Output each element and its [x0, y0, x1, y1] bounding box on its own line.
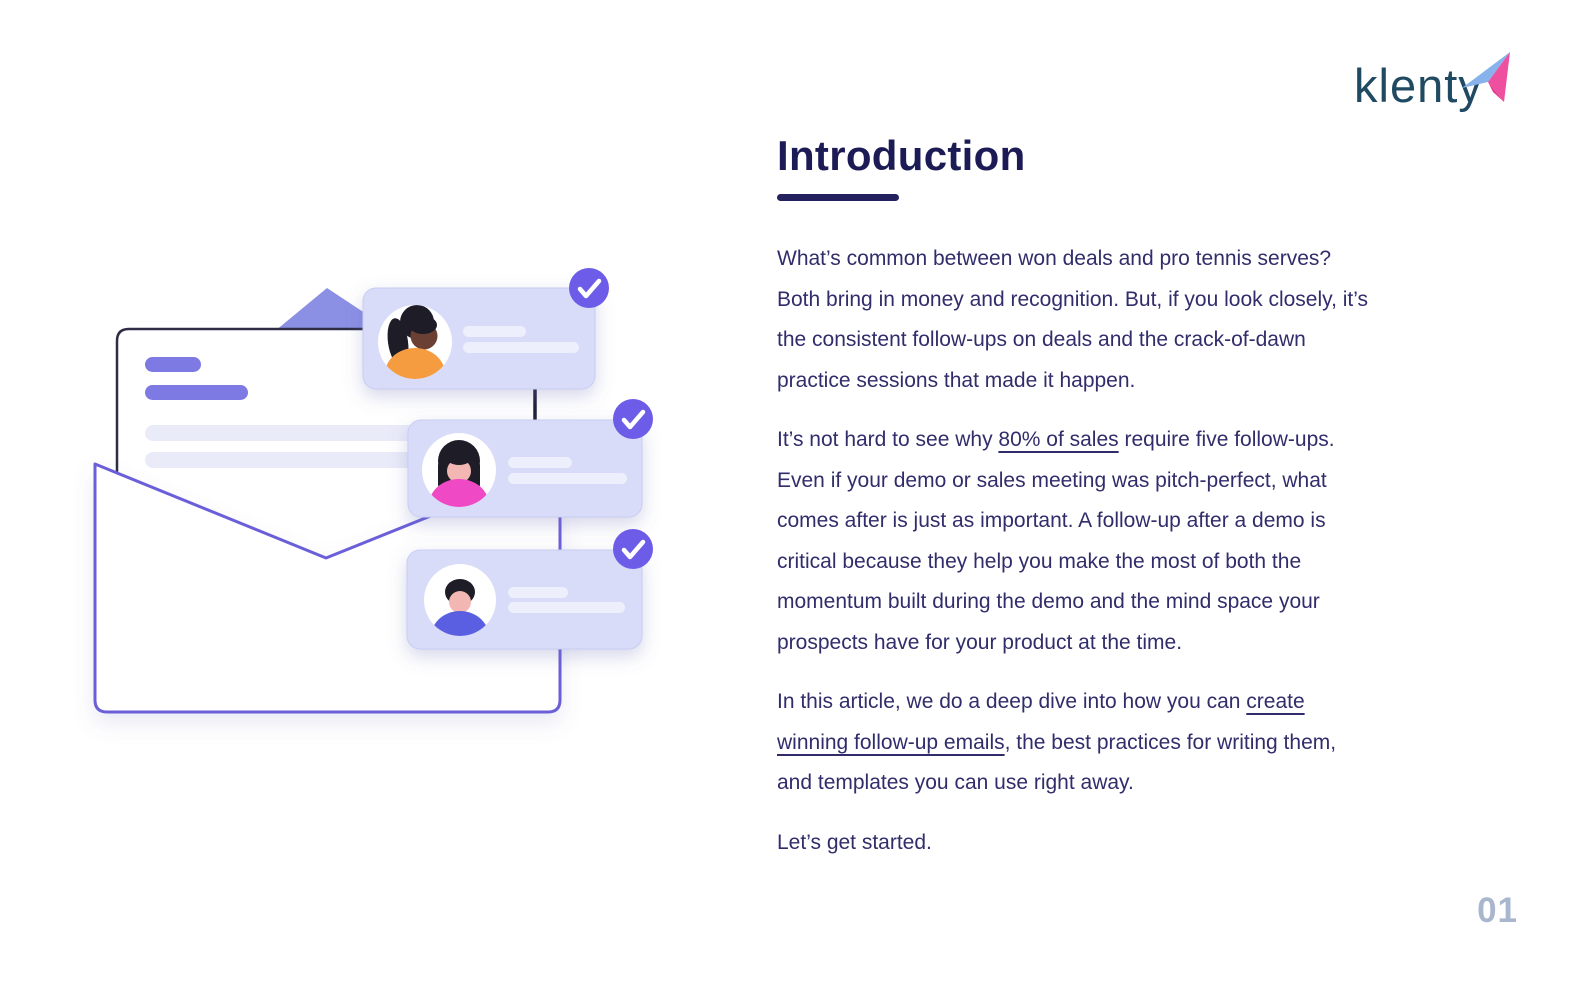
text-segment: the consistent follow-ups on deals and t…: [777, 328, 1306, 352]
check-icon: [621, 539, 646, 560]
envelope-front: [93, 462, 562, 714]
content-column: Introduction What’s common between won d…: [777, 132, 1477, 882]
text-segment: and templates you can use right away.: [777, 771, 1134, 795]
paragraph-line: momentum built during the demo and the m…: [777, 582, 1477, 623]
paragraph: It’s not hard to see why 80% of sales re…: [777, 420, 1477, 663]
inline-link[interactable]: 80% of sales: [998, 428, 1119, 452]
title-underline: [777, 194, 899, 202]
paragraph-line: prospects have for your product at the t…: [777, 623, 1477, 664]
text-segment: Let’s get started.: [777, 830, 932, 854]
paper-plane-icon: [1462, 52, 1510, 102]
klenty-logo-text: klenty: [1354, 59, 1483, 112]
contact-card: [406, 529, 653, 650]
check-icon: [621, 409, 646, 430]
letter-title-bar: [145, 357, 201, 372]
followup-emails-illustration: [93, 268, 653, 714]
card-text-line: [508, 602, 625, 613]
check-icon: [577, 278, 602, 299]
text-segment: require five follow-ups.: [1118, 428, 1335, 452]
text-segment: practice sessions that made it happen.: [777, 368, 1136, 392]
paragraph-line: Both bring in money and recognition. But…: [777, 280, 1477, 321]
avatar-woman-bob: [422, 433, 496, 507]
avatar-man: [424, 564, 496, 636]
inline-link[interactable]: create: [1246, 690, 1305, 714]
text-segment: critical because they help you make the …: [777, 549, 1302, 573]
text-segment: prospects have for your product at the t…: [777, 630, 1183, 654]
paragraph-line: It’s not hard to see why 80% of sales re…: [777, 420, 1477, 461]
text-segment: In this article, we do a deep dive into …: [777, 690, 1247, 714]
check-badge: [613, 399, 653, 439]
paragraph-line: and templates you can use right away.: [777, 763, 1477, 804]
paragraph-line: Even if your demo or sales meeting was p…: [777, 461, 1477, 502]
paragraph: In this article, we do a deep dive into …: [777, 682, 1477, 804]
check-badge: [569, 268, 609, 308]
contact-card: [407, 399, 653, 518]
page-number: 01: [1477, 891, 1518, 930]
text-segment: comes after is just as important. A foll…: [777, 509, 1326, 533]
paragraph-line: comes after is just as important. A foll…: [777, 501, 1477, 542]
paragraph-line: the consistent follow-ups on deals and t…: [777, 320, 1477, 361]
inline-link[interactable]: winning follow-up emails: [777, 730, 1005, 754]
text-segment: Both bring in money and recognition. But…: [777, 287, 1369, 311]
paragraph-line: winning follow-up emails, the best pract…: [777, 723, 1477, 764]
paragraph-line: critical because they help you make the …: [777, 542, 1477, 583]
paragraph-line: What’s common between won deals and pro …: [777, 239, 1477, 280]
contact-card: [362, 268, 609, 390]
paragraph-line: Let’s get started.: [777, 823, 1477, 864]
body-copy: What’s common between won deals and pro …: [777, 239, 1477, 863]
paragraph: Let’s get started.: [777, 823, 1477, 864]
card-text-line: [463, 326, 526, 337]
text-segment: , the best practices for writing them,: [1004, 730, 1337, 754]
card-text-line: [508, 473, 627, 484]
text-segment: momentum built during the demo and the m…: [777, 590, 1320, 614]
paragraph: What’s common between won deals and pro …: [777, 239, 1477, 401]
avatar-woman-ponytail: [378, 305, 452, 379]
klenty-logo: klenty: [1354, 52, 1514, 124]
letter-title-bar: [145, 385, 248, 400]
text-segment: What’s common between won deals and pro …: [777, 247, 1332, 271]
check-badge: [613, 529, 653, 569]
text-segment: Even if your demo or sales meeting was p…: [777, 468, 1327, 492]
paragraph-line: practice sessions that made it happen.: [777, 361, 1477, 402]
card-text-line: [463, 342, 579, 353]
page-title: Introduction: [777, 132, 1026, 179]
card-text-line: [508, 457, 572, 468]
paragraph-line: In this article, we do a deep dive into …: [777, 682, 1477, 723]
text-segment: It’s not hard to see why: [777, 428, 999, 452]
card-text-line: [508, 587, 568, 598]
